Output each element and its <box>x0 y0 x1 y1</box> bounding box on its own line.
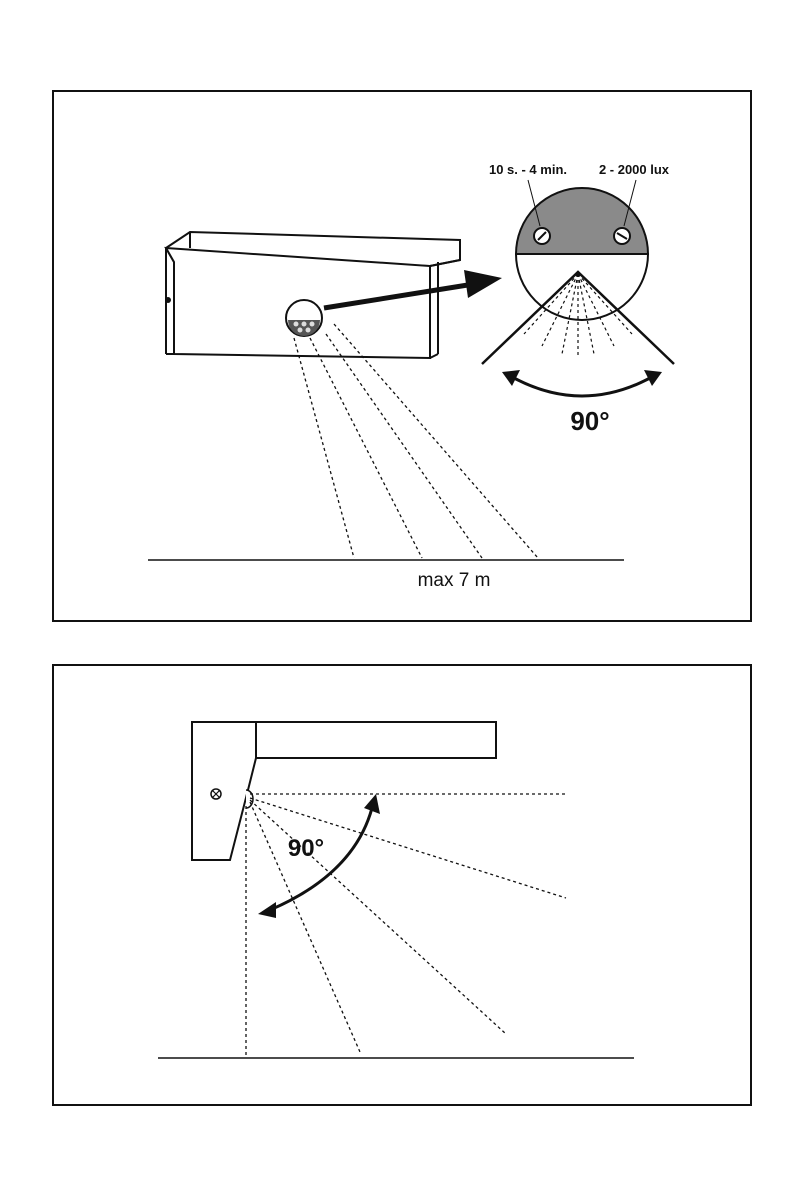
angle-arrow-bottom <box>258 794 380 918</box>
bottom-diagram-panel: 90° <box>52 664 752 1106</box>
motion-sensor-icon <box>285 299 323 337</box>
timer-label: 10 s. - 4 min. <box>489 162 567 177</box>
detection-lines <box>293 323 539 559</box>
detection-lines <box>245 793 567 1056</box>
screw-icon <box>165 297 171 303</box>
screw-icon <box>210 788 222 800</box>
top-diagram-panel: max 7 m 10 s. - 4 min. 2 - 2000 lux <box>52 90 752 622</box>
lux-leader <box>623 179 637 227</box>
zoom-arrow <box>323 270 502 311</box>
range-label: max 7 m <box>418 570 491 591</box>
detection-cone <box>481 270 675 365</box>
timer-knob-icon <box>533 227 551 245</box>
angle-label-top: 90° <box>570 406 609 436</box>
top-diagram-svg: max 7 m 10 s. - 4 min. 2 - 2000 lux <box>148 162 675 591</box>
lamp-side-profile <box>191 721 497 861</box>
timer-leader <box>527 179 541 227</box>
angle-arrow-top <box>502 370 662 398</box>
sensor-detail <box>514 179 650 321</box>
lux-label: 2 - 2000 lux <box>599 162 670 177</box>
angle-label-bottom: 90° <box>288 835 324 862</box>
bottom-diagram-svg: 90° <box>158 721 634 1059</box>
lux-knob-icon <box>613 227 631 245</box>
